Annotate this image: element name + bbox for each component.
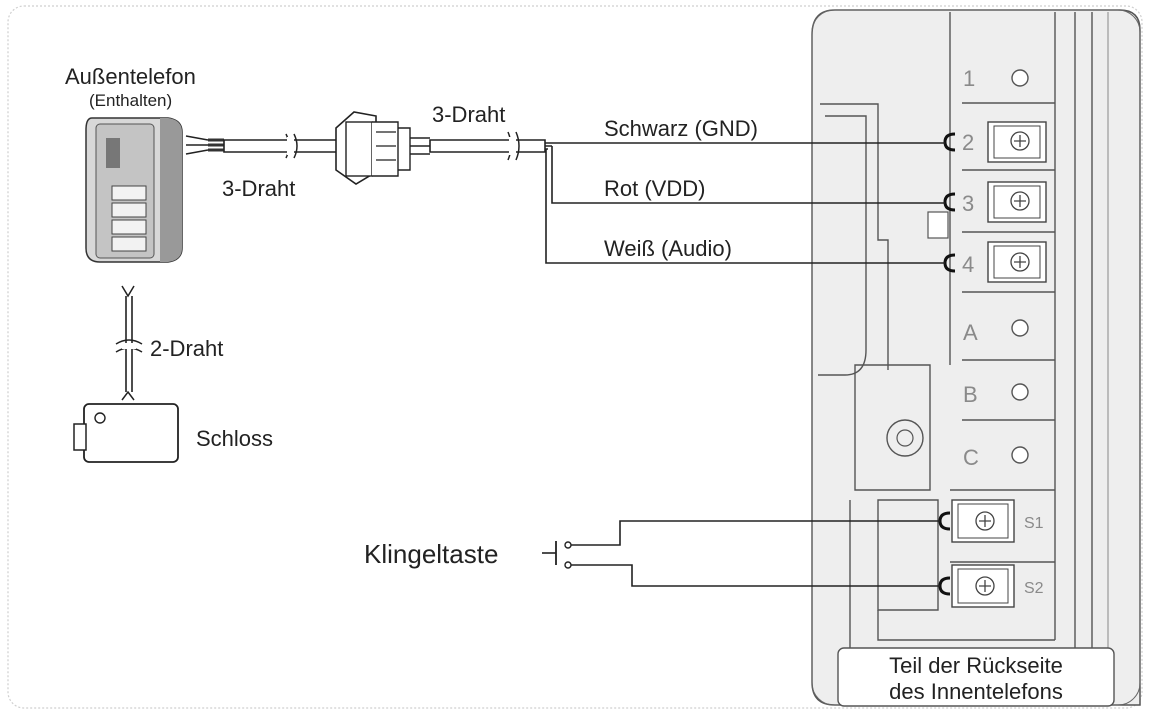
terminal-label-a: A xyxy=(963,320,978,345)
wire-fork-2 xyxy=(943,132,956,152)
lock-cable xyxy=(115,285,143,401)
outdoor-unit-title: Außentelefon xyxy=(65,64,196,89)
lock-cable-label: 2-Draht xyxy=(150,336,223,361)
wire-red-label: Rot (VDD) xyxy=(604,176,705,201)
outdoor-unit-subtitle: (Enthalten) xyxy=(89,91,172,110)
call-button-3 xyxy=(111,219,147,235)
lock-icon xyxy=(73,403,179,463)
wire-doorbell-s2 xyxy=(571,564,940,587)
indoor-panel: 1 2 3 4 A B xyxy=(811,9,1141,707)
panel-caption-line2: des Innentelefons xyxy=(889,679,1063,704)
lock-label: Schloss xyxy=(196,426,273,451)
wire-doorbell-s1 xyxy=(571,520,940,546)
terminal-hole-b xyxy=(1011,383,1029,401)
screw-terminal-icon xyxy=(987,241,1047,283)
call-button-4 xyxy=(111,236,147,252)
wire-red xyxy=(551,146,945,204)
panel-caption-box xyxy=(837,647,1115,707)
terminal-label-2: 2 xyxy=(962,130,974,155)
terminal-label-c: C xyxy=(963,445,979,470)
connector-plug-icon xyxy=(335,111,430,185)
wire-black-label: Schwarz (GND) xyxy=(604,116,758,141)
wire-white xyxy=(545,149,945,264)
terminal-label-4: 4 xyxy=(962,252,974,277)
terminal-label-s1: S1 xyxy=(1024,515,1044,532)
terminal-hole-c xyxy=(1011,446,1029,464)
call-button-1 xyxy=(111,185,147,201)
screw-terminal-icon xyxy=(951,564,1015,608)
panel-caption-line1: Teil der Rückseite xyxy=(889,653,1063,678)
terminal-label-1: 1 xyxy=(963,66,975,91)
panel-mount-hole xyxy=(886,419,924,457)
doorbell-label: Klingeltaste xyxy=(364,539,498,569)
outdoor-cable-label: 3-Draht xyxy=(222,176,295,201)
terminal-label-b: B xyxy=(963,382,978,407)
call-button-2 xyxy=(111,202,147,218)
screw-terminal-icon xyxy=(951,499,1015,543)
wire-fork-3 xyxy=(943,192,956,212)
speaker-grille xyxy=(106,138,120,168)
terminal-hole-1 xyxy=(1011,69,1029,87)
terminal-label-s2: S2 xyxy=(1024,580,1044,597)
screw-terminal-icon xyxy=(987,181,1047,223)
terminal-label-3: 3 xyxy=(962,191,974,216)
outdoor-intercom-icon xyxy=(85,117,183,263)
terminal-hole-a xyxy=(1011,319,1029,337)
screw-terminal-icon xyxy=(987,121,1047,163)
wire-white-label: Weiß (Audio) xyxy=(604,236,732,261)
panel-cable-label: 3-Draht xyxy=(432,102,505,127)
panel-cable xyxy=(429,131,560,161)
